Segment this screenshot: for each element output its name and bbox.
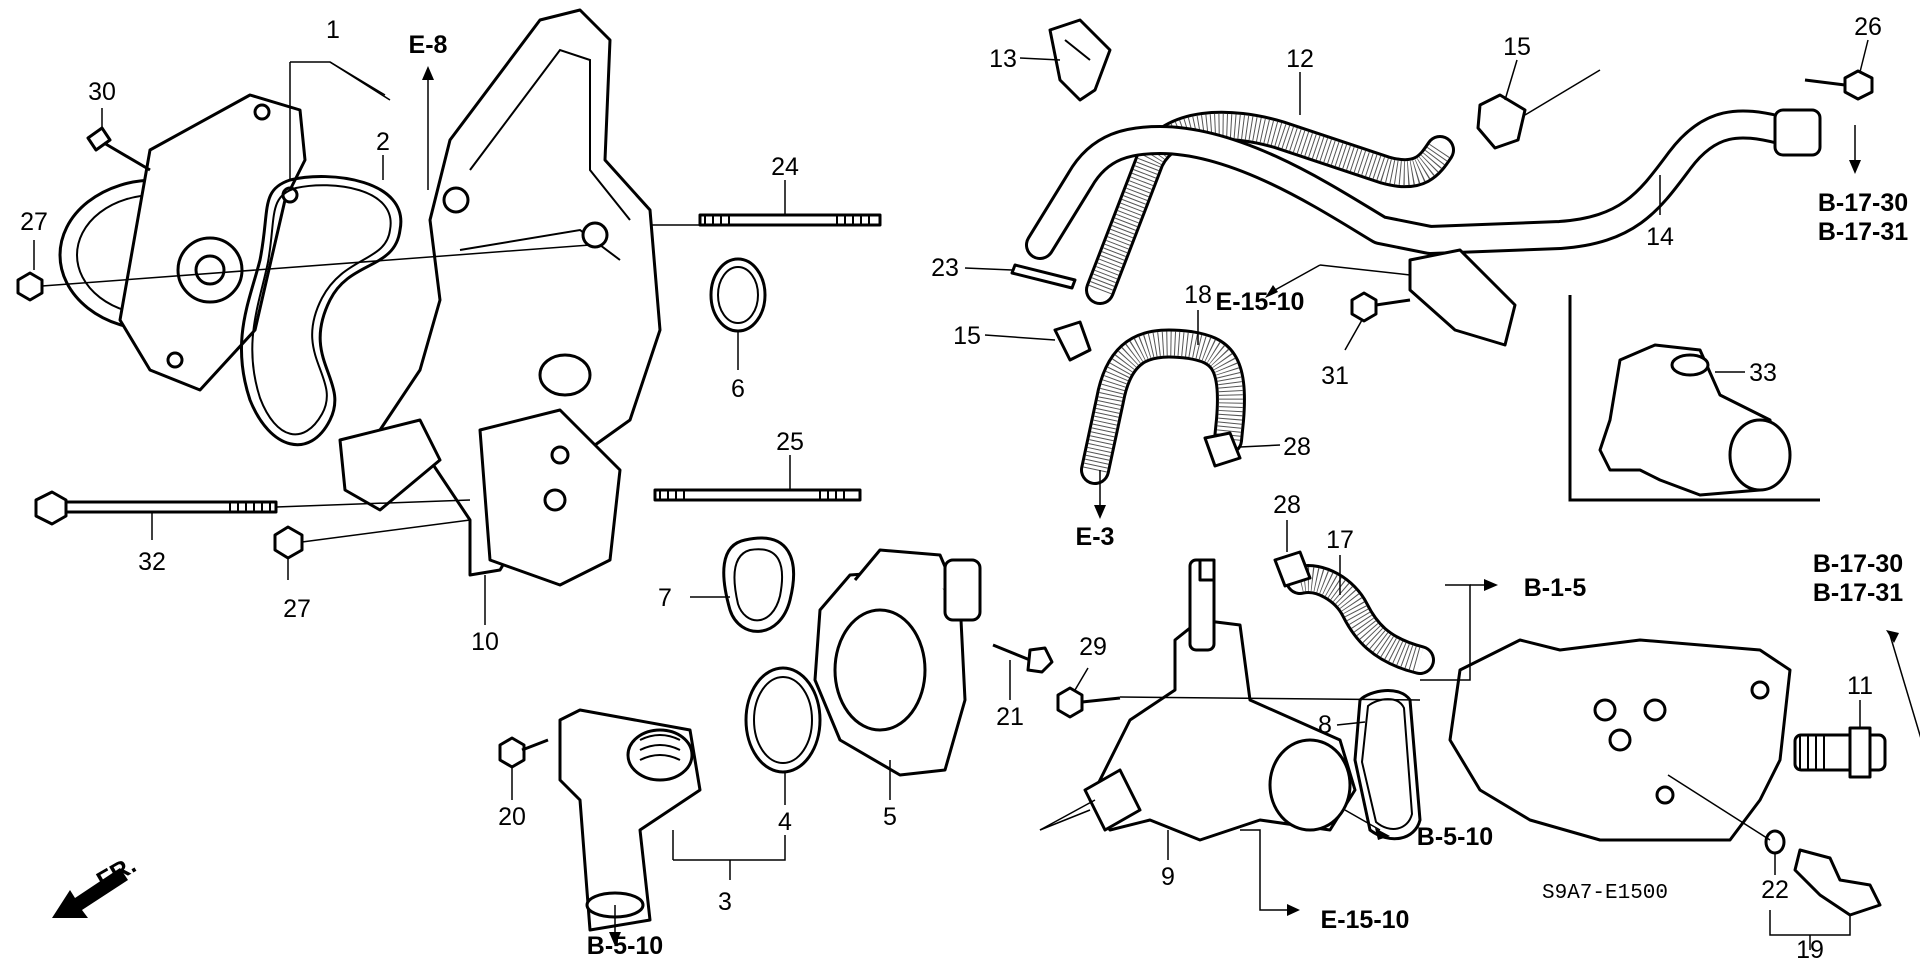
gasket-8 — [1353, 689, 1422, 841]
o-ring-2 — [239, 175, 403, 447]
label-18: 18 — [1184, 281, 1212, 309]
sensor-19 — [1793, 848, 1882, 917]
label-26: 26 — [1854, 13, 1882, 41]
label-23: 23 — [931, 254, 959, 282]
inset-part-33 — [1568, 295, 1820, 502]
clamp-28-upper — [1203, 431, 1242, 468]
clamp-15-top — [1476, 93, 1527, 150]
label-15-top: 15 — [1503, 33, 1531, 61]
label-29: 29 — [1079, 633, 1107, 661]
clamp-13 — [1048, 18, 1112, 102]
hose-17 — [1285, 564, 1435, 675]
label-32: 32 — [138, 548, 166, 576]
label-22: 22 — [1761, 876, 1789, 904]
label-12: 12 — [1286, 45, 1314, 73]
label-33: 33 — [1749, 359, 1777, 387]
o-ring-6 — [709, 257, 767, 333]
label-19: 19 — [1796, 936, 1824, 959]
washer-22 — [1764, 829, 1786, 855]
label-21: 21 — [996, 703, 1024, 731]
ref-e3: E-3 — [1076, 523, 1115, 551]
label-11: 11 — [1847, 672, 1873, 700]
ref-b5-10-bottom: B-5-10 — [587, 932, 663, 959]
ref-e15-10-bottom: E-15-10 — [1321, 906, 1410, 934]
ref-e8: E-8 — [409, 31, 448, 59]
part-number-labels: 1 2 3 4 5 6 7 8 9 10 11 12 13 14 15 15 1… — [20, 13, 1882, 964]
water-outlet-9 — [1083, 558, 1357, 842]
label-30: 30 — [88, 78, 116, 106]
label-28-upper: 28 — [1283, 433, 1311, 461]
bolt-21 — [992, 643, 1054, 674]
o-ring-23 — [1010, 263, 1077, 290]
stud-25 — [653, 488, 862, 502]
label-2: 2 — [376, 128, 390, 156]
bolt-26 — [1804, 69, 1874, 101]
ref-b5-10-mid: B-5-10 — [1417, 823, 1493, 851]
label-6: 6 — [731, 375, 745, 403]
engine-block-right — [1448, 638, 1792, 842]
front-arrow — [52, 868, 128, 918]
label-13: 13 — [989, 45, 1017, 73]
ref-b17-30-right: B-17-30 — [1813, 550, 1903, 578]
label-27-lower: 27 — [283, 595, 311, 623]
label-28-lower: 28 — [1273, 491, 1301, 519]
gasket-7 — [722, 536, 795, 633]
label-3: 3 — [718, 888, 732, 916]
label-1: 1 — [326, 16, 340, 44]
water-pump — [58, 93, 307, 392]
ref-b17-30-top: B-17-30 — [1818, 189, 1908, 217]
label-31: 31 — [1321, 362, 1349, 390]
label-20: 20 — [498, 803, 526, 831]
ref-e15-10-top: E-15-10 — [1216, 288, 1305, 316]
hose-18 — [1080, 328, 1246, 485]
clamp-15-mid — [1053, 320, 1092, 362]
clamp-28-lower — [1273, 550, 1312, 588]
stud-24 — [698, 213, 882, 227]
label-4: 4 — [778, 808, 792, 836]
bolt-20 — [498, 736, 549, 769]
bolt-30 — [86, 126, 151, 172]
ref-b17-31-right: B-17-31 — [1813, 579, 1903, 607]
label-15-mid: 15 — [953, 322, 981, 350]
thermostat-cover-5 — [813, 548, 982, 777]
ref-b1-5: B-1-5 — [1524, 574, 1587, 602]
thermostat-3 — [558, 708, 702, 932]
bolt-29 — [1056, 686, 1121, 719]
gasket-4 — [744, 666, 822, 774]
label-25: 25 — [776, 428, 804, 456]
bolt-32 — [34, 490, 278, 526]
label-24: 24 — [771, 153, 799, 181]
diagram-code: S9A7-E1500 — [1542, 882, 1668, 905]
label-27-upper: 27 — [20, 208, 48, 236]
label-7: 7 — [658, 584, 672, 612]
reference-labels: E-8 E-3 E-15-10 E-15-10 B-17-30 B-17-31 … — [409, 31, 1909, 960]
nut-27-lower — [273, 525, 304, 560]
fitting-11 — [1793, 726, 1887, 779]
pipe-14 — [1025, 108, 1822, 260]
leader-lines — [33, 39, 1920, 950]
label-14: 14 — [1646, 223, 1674, 251]
label-9: 9 — [1161, 863, 1175, 891]
label-8: 8 — [1318, 711, 1332, 739]
label-5: 5 — [883, 803, 897, 831]
ref-b17-31-top: B-17-31 — [1818, 218, 1908, 246]
bracket-31 — [1350, 248, 1517, 347]
label-10: 10 — [471, 628, 499, 656]
engine-housing — [338, 8, 662, 587]
label-17: 17 — [1326, 526, 1354, 554]
nut-27-upper — [16, 271, 44, 302]
